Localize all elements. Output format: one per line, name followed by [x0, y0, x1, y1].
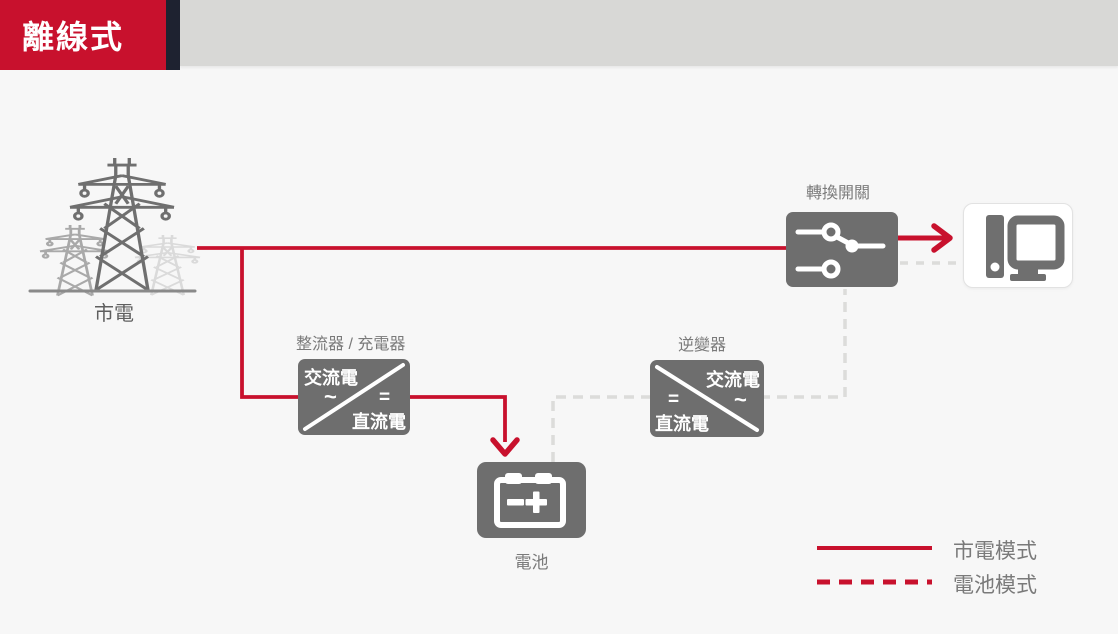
legend-utility-mode-label: 市電模式 — [953, 540, 1037, 563]
rectifier-dc-symbol: = — [379, 387, 391, 408]
rectifier-label: 整流器 / 充電器 — [296, 336, 406, 353]
utility-tower-icon — [28, 156, 202, 297]
inverter-ac-text: 交流電 — [706, 370, 760, 390]
transfer-switch-label: 轉換開關 — [806, 185, 871, 202]
battery-charge-arrowhead-icon — [490, 437, 520, 457]
transfer-switch-box — [786, 212, 898, 287]
rectifier-to-battery-line — [408, 395, 507, 442]
output-arrowhead-icon — [931, 223, 953, 253]
dc-ac-diagonal-icon — [655, 365, 759, 432]
inverter-dc-symbol: = — [668, 389, 680, 410]
rectifier-ac-text: 交流電 — [304, 368, 358, 388]
utility-label: 市電 — [94, 303, 134, 325]
title-banner: 離線式 — [0, 0, 166, 70]
rectifier-ac-symbol: ~ — [324, 384, 337, 409]
inverter-box: 交流電 ~ = 直流電 — [650, 360, 764, 437]
rectifier-dc-text: 直流電 — [352, 412, 406, 432]
banner-gray-bar — [180, 0, 1118, 66]
inverter-dc-text: 直流電 — [655, 414, 709, 434]
battery-box — [477, 462, 586, 538]
rectifier-charger-box: 交流電 ~ = 直流電 — [298, 359, 410, 435]
inverter-label: 逆變器 — [678, 337, 727, 354]
battery-label: 電池 — [514, 553, 549, 572]
charger-branch-line — [240, 248, 300, 399]
computer-icon — [986, 215, 1065, 281]
legend-battery-mode-label: 電池模式 — [953, 574, 1037, 597]
switch-icon — [795, 222, 886, 279]
ac-dc-diagonal-icon — [303, 363, 405, 431]
banner-dark-stripe — [166, 0, 180, 70]
load-card — [963, 203, 1073, 288]
inverter-ac-symbol: ~ — [734, 387, 747, 412]
battery-icon — [494, 473, 566, 528]
page-title: 離線式 — [22, 19, 125, 55]
